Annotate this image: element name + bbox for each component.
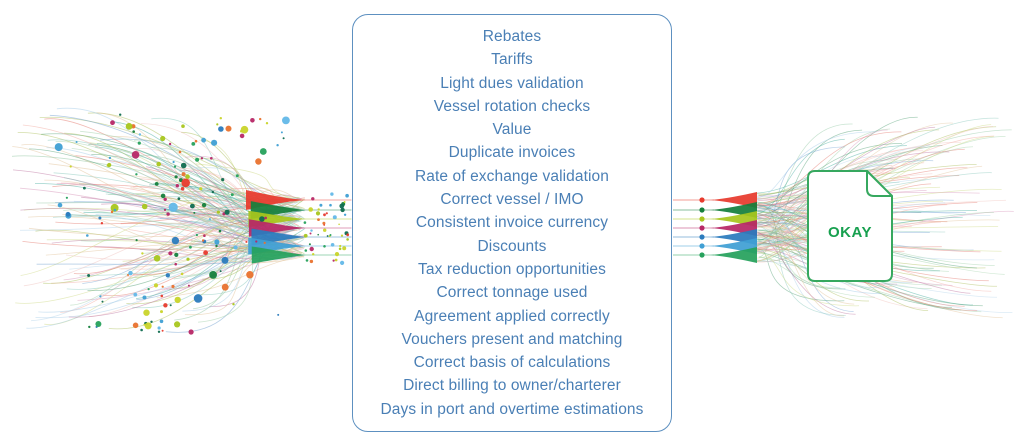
checklist-item: Consistent invoice currency [415, 214, 609, 232]
checklist-item: Value [492, 121, 532, 139]
checklist-item: Vouchers present and matching [401, 330, 623, 348]
okay-document-icon: OKAY [807, 170, 893, 282]
checklist-item: Light dues validation [440, 74, 584, 92]
okay-label: OKAY [828, 224, 872, 241]
document-page [807, 170, 893, 282]
checklist-item: Rate of exchange validation [414, 167, 609, 185]
checklist-item: Tax reduction opportunities [418, 260, 606, 278]
checklist-item: Days in port and overtime estimations [380, 400, 644, 418]
checklist-item: Discounts [477, 237, 547, 255]
document-fold-corner [866, 170, 893, 197]
checklist-item: Direct billing to owner/charterer [403, 377, 621, 395]
checklist-item: Rebates [482, 27, 542, 45]
checklist-item: Correct vessel / IMO [440, 191, 584, 209]
checklist-item: Correct tonnage used [436, 284, 588, 302]
left-input-fan [11, 107, 352, 335]
checklist-item: Tariffs [491, 51, 533, 69]
checklist-item: Duplicate invoices [448, 144, 576, 162]
checklist-item: Correct basis of calculations [413, 354, 611, 372]
checklist-item: Agreement applied correctly [414, 307, 610, 325]
checklist-item: Vessel rotation checks [433, 97, 591, 115]
